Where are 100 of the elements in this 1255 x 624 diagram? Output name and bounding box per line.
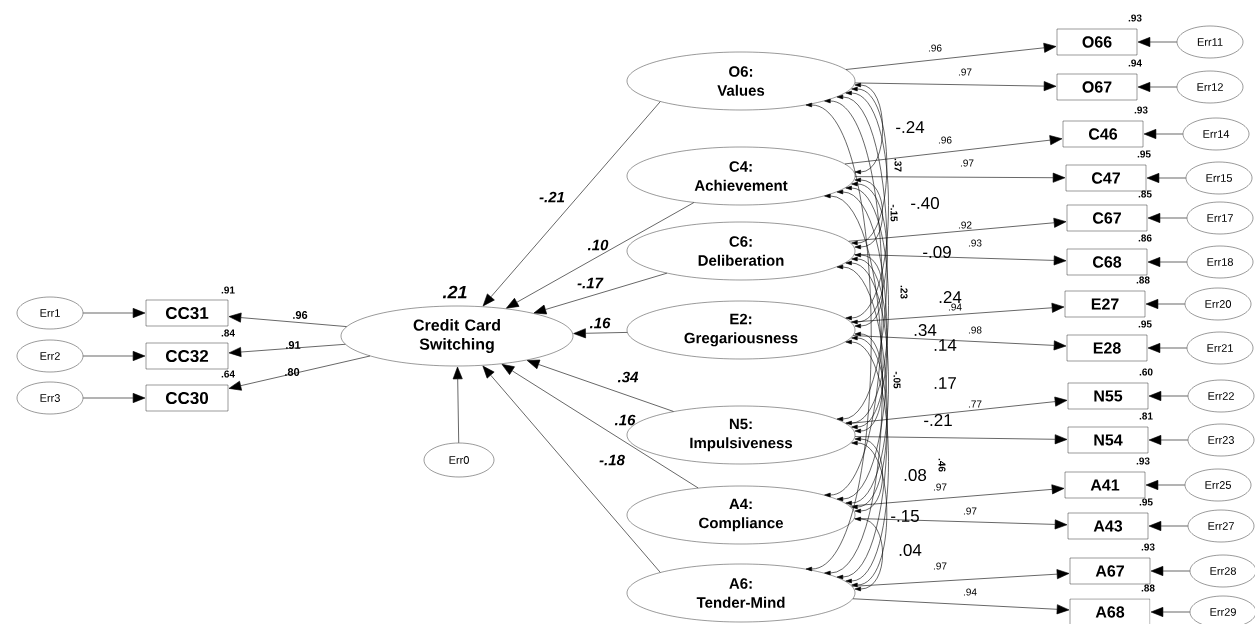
indicator-box: CC32 [145,342,229,370]
correlation-label: .34 [914,324,937,337]
squared-correlation: .88 [1141,584,1155,592]
covariance-arrow [845,260,889,506]
edge-label: .98 [968,326,982,334]
arrow [452,366,463,444]
edge-label: .16 [589,317,611,329]
arrow [852,335,1067,351]
covariance-arrow [854,252,883,329]
covariance-arrow [854,331,883,434]
arrow [482,365,661,573]
arrow [228,344,346,357]
squared-correlation: .84 [221,329,235,337]
edge-label: .94 [948,303,962,311]
edge-label: .92 [958,221,972,229]
indicator-box: A41 [1064,471,1146,499]
indicator-box: E28 [1066,334,1148,362]
edge-label: .94 [963,588,977,596]
squared-correlation: .94 [1128,59,1142,67]
edge-label: .97 [933,562,947,570]
arrow [1137,37,1178,47]
arrow [845,42,1057,70]
covariance-arrow [824,193,883,576]
indicator-box: A67 [1069,557,1151,585]
correlation-label: .46 [938,458,946,472]
arrow [228,312,347,327]
correlation-label: -.15 [891,510,919,522]
edge-label: -.18 [599,454,625,466]
arrow [852,598,1070,615]
covariance-arrow [845,90,889,321]
arrow [482,101,661,307]
arrow [573,328,628,339]
edge-label: .97 [933,483,947,491]
indicator-box: A43 [1067,512,1149,540]
squared-correlation: .93 [1136,457,1150,465]
indicator-box: C46 [1062,120,1144,148]
edge-label: .96 [938,136,952,144]
covariance-arrow [854,177,883,250]
arrow [1147,213,1188,223]
covariance-arrow [824,98,883,498]
correlation-label: -.40 [911,197,939,210]
covariance-arrow [836,94,888,422]
arrow [1143,129,1184,139]
squared-correlation: .60 [1139,368,1153,376]
indicator-box: N55 [1067,382,1149,410]
squared-correlation: .93 [1141,543,1155,551]
covariance-arrow [851,440,888,588]
correlation-label: -.09 [923,246,951,259]
arrow [848,217,1067,242]
covariance-arrow [836,189,888,502]
correlation-label: -.15 [890,204,898,222]
indicator-box: O66 [1056,28,1138,56]
edge-label: .97 [960,159,974,167]
covariance-arrow [851,86,888,246]
squared-correlation: .88 [1136,276,1150,284]
correlation-label: .17 [934,377,956,389]
covariance-arrow [845,185,889,426]
correlation-label: -.24 [896,121,925,133]
arrow [1137,82,1178,92]
squared-correlation: .95 [1137,150,1151,158]
squared-correlation: .93 [1134,106,1148,114]
covariance-arrow [854,82,883,175]
arrow [1145,299,1186,309]
covariance-arrow [845,339,889,584]
arrow [526,359,674,412]
arrow [82,308,146,318]
edge-label: .93 [968,239,982,247]
edge-label: .34 [617,371,639,383]
covariance-arrow [851,256,888,430]
arrow [1150,566,1191,576]
indicator-box: N54 [1067,426,1149,454]
arrow [506,202,695,309]
squared-correlation: .86 [1138,234,1152,242]
indicator-box: CC31 [145,299,229,327]
covariance-arrow [836,264,888,580]
edge-label: .96 [928,44,942,52]
arrow [844,135,1063,165]
arrow [1147,343,1188,353]
edge-label: .97 [958,68,972,76]
indicator-box: A68 [1069,598,1151,624]
indicator-box: C67 [1066,204,1148,232]
covariance-arrow [805,102,872,572]
squared-correlation: .64 [221,370,235,378]
squared-correlation: .95 [1139,498,1153,506]
arrow [1148,435,1189,445]
arrow [1145,480,1186,490]
covariance-arrow [851,181,888,325]
arrow [1146,173,1187,183]
edge-label: .77 [968,400,982,408]
indicator-box: O67 [1056,73,1138,101]
arrow [82,351,146,361]
squared-correlation: .93 [1128,14,1142,22]
edge-label: -.21 [539,191,565,203]
arrow [854,81,1057,92]
arrow [851,569,1070,587]
edge-label: -.17 [577,277,604,289]
arrow [228,355,371,391]
correlation-label: .24 [939,291,962,303]
edge-label: .10 [587,239,609,251]
indicator-box: CC30 [145,384,229,412]
